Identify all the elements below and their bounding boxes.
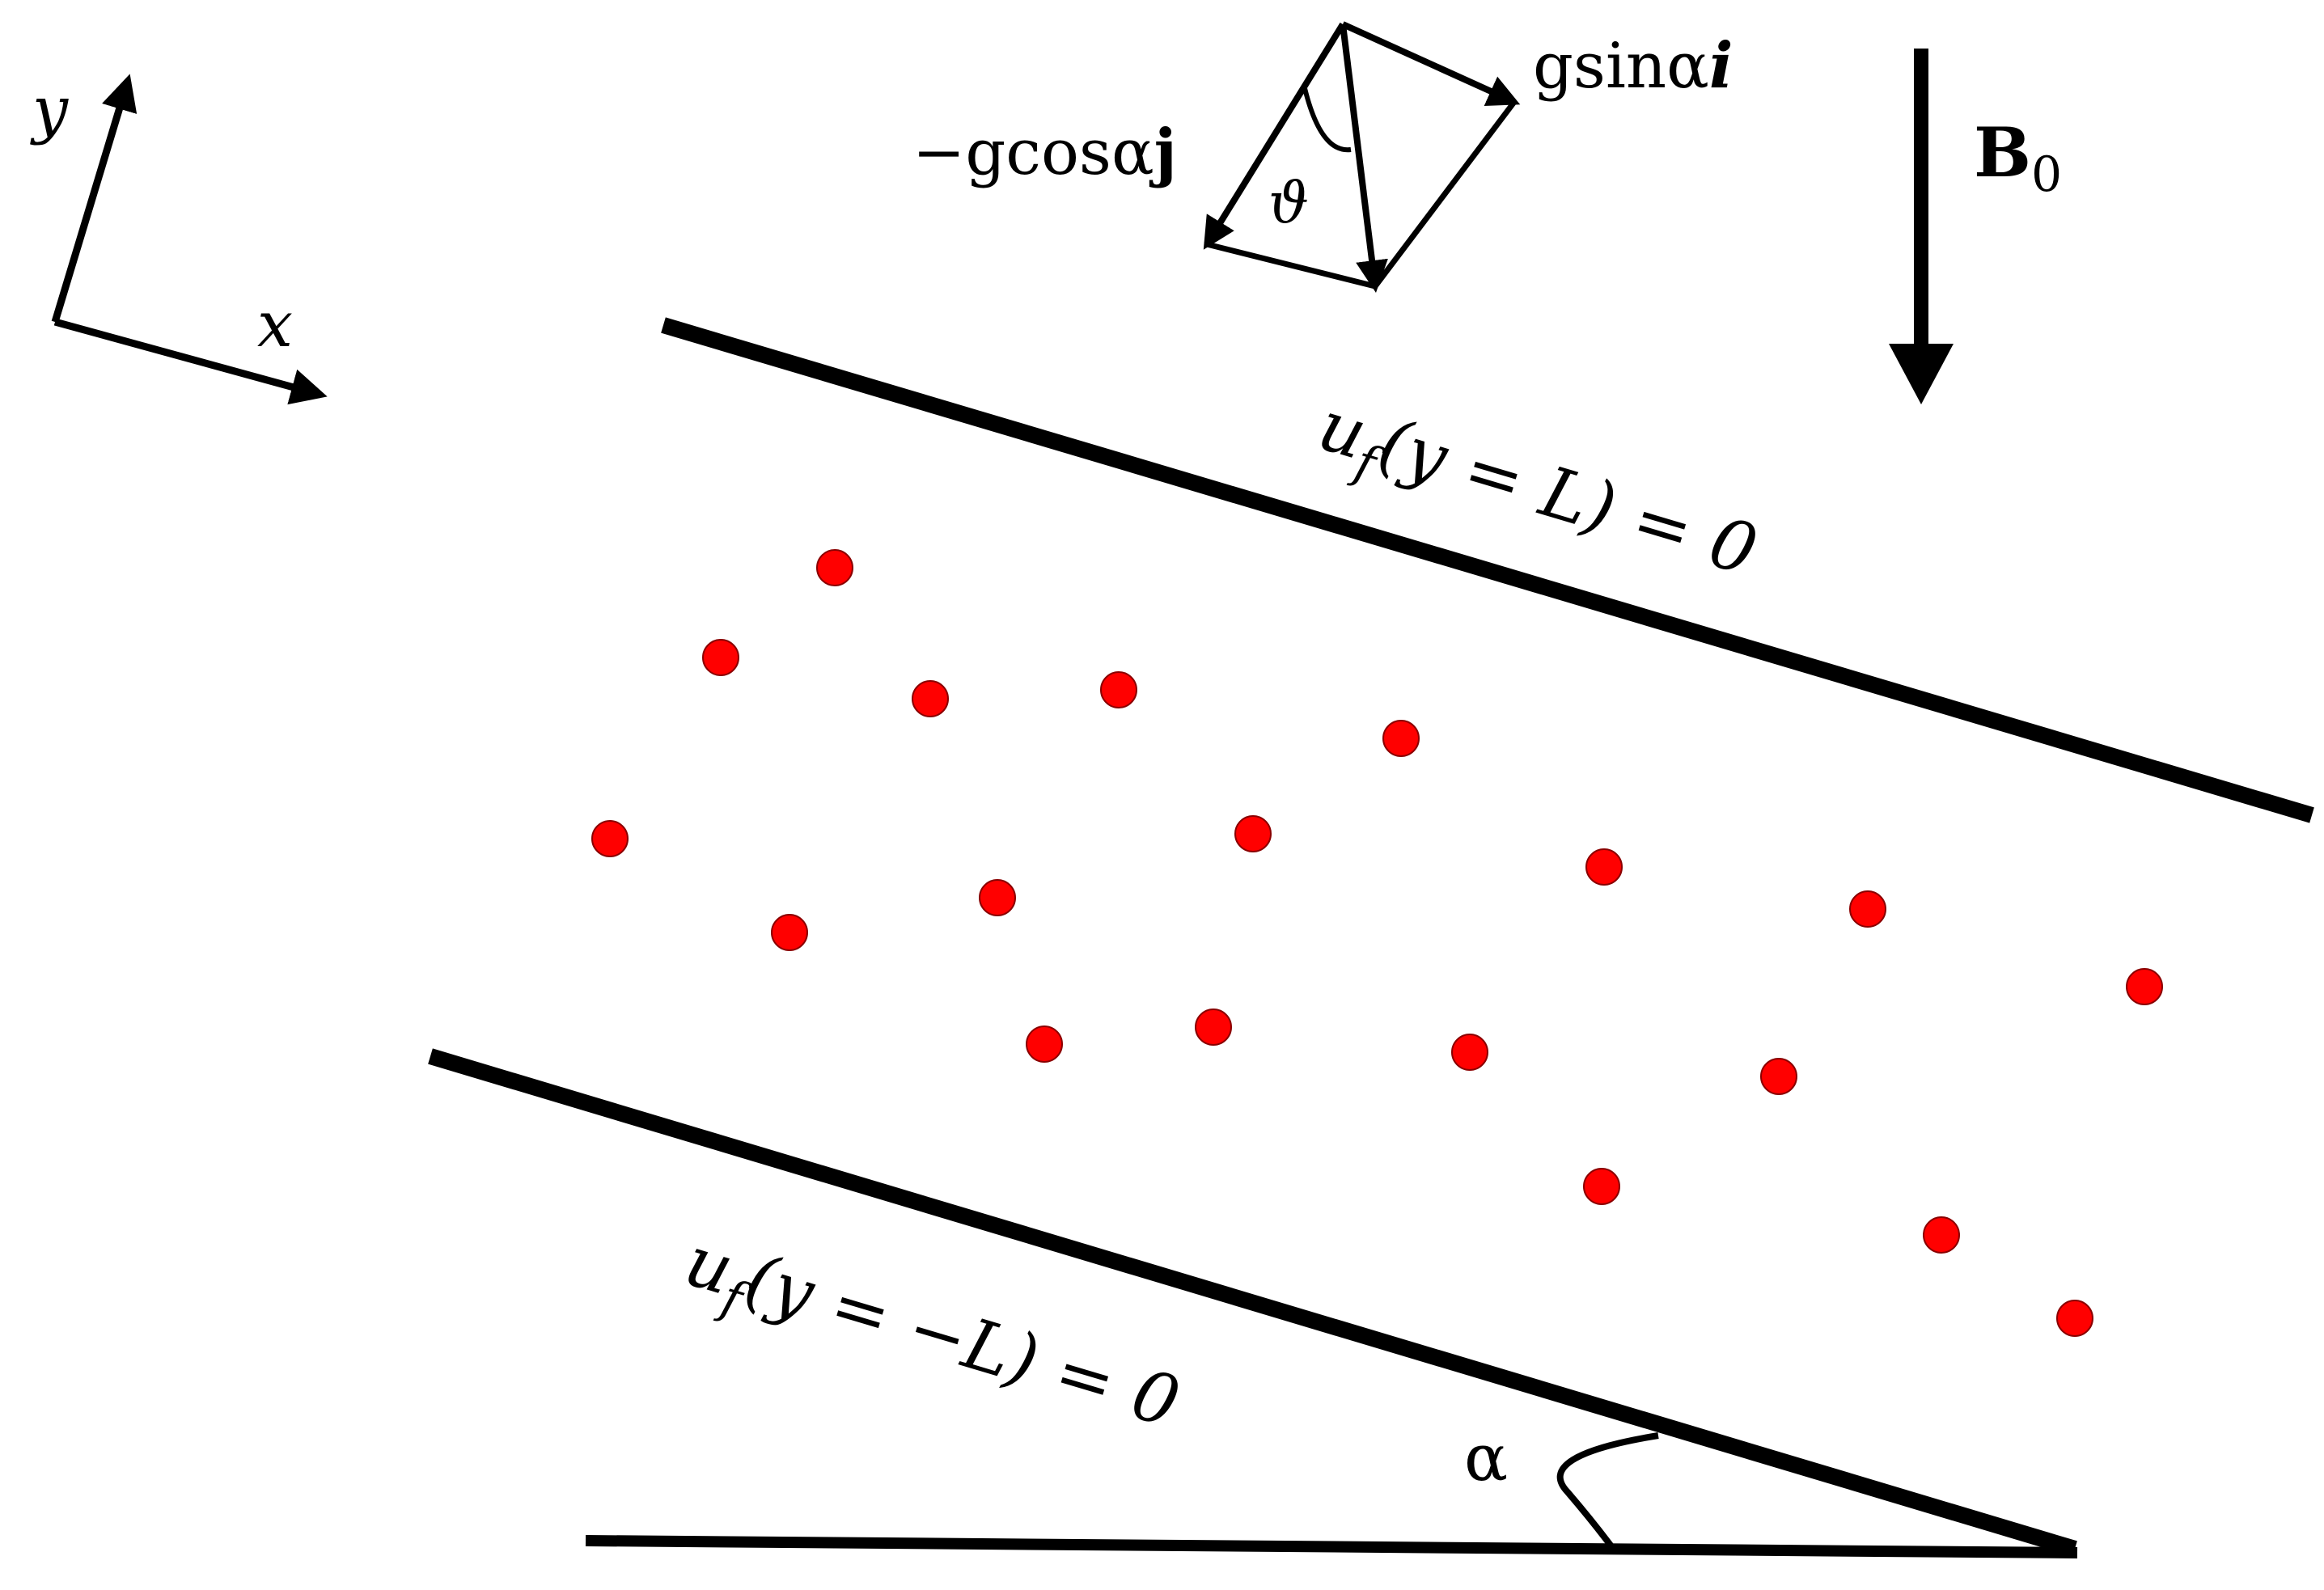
gravity-decomposition: ϑ gsinαi −gcosαj (912, 21, 1733, 293)
particle-group (591, 549, 2163, 1337)
lower-channel-wall (428, 1048, 2077, 1557)
upper-channel-wall (661, 317, 2314, 823)
particle (1195, 1009, 1232, 1046)
magnetic-field-label: B0 (1974, 112, 2062, 203)
parallelogram-bottom-side (1206, 241, 1376, 290)
incline-angle-symbol: α (1464, 1420, 1508, 1495)
particle (702, 639, 739, 676)
particle (1923, 1216, 1960, 1254)
normal-component-arrow (1203, 22, 1346, 250)
particle (1760, 1058, 1797, 1095)
particle (1585, 848, 1623, 886)
particle (591, 820, 629, 857)
particle (1382, 720, 1420, 757)
particle (2126, 968, 2163, 1005)
y-axis-label: y (30, 74, 69, 146)
x-axis-arrow (53, 318, 328, 405)
particle (2056, 1300, 2093, 1337)
particle (1234, 815, 1272, 852)
inner-angle-arc (1302, 84, 1352, 153)
tangential-component-arrow (1341, 21, 1521, 107)
parallelogram-right-side (1373, 99, 1517, 289)
particle (979, 879, 1016, 916)
particle (1100, 671, 1137, 708)
x-axis-label: x (257, 289, 293, 362)
magnetic-field-arrowhead (1889, 344, 1954, 404)
particle (1026, 1025, 1063, 1063)
particle (1849, 890, 1886, 928)
particle (1451, 1034, 1488, 1071)
y-axis-arrow (51, 74, 138, 323)
incline-angle-arc (1556, 1432, 1659, 1549)
particle (912, 680, 949, 717)
particle (816, 549, 853, 586)
horizontal-ground-line (585, 1535, 2078, 1558)
magnetic-field: B0 (1889, 49, 2062, 404)
upper-wall-boundary-label: uf(y = L) = 0 (1306, 385, 1765, 604)
gravity-resultant-arrow (1340, 23, 1388, 293)
tangential-component-label: gsinαi (1533, 29, 1733, 103)
inner-angle-symbol: ϑ (1268, 170, 1309, 236)
normal-component-label: −gcosαj (912, 116, 1177, 189)
particle (771, 914, 808, 951)
particle (1583, 1168, 1620, 1205)
coordinate-axes: y x (30, 74, 328, 405)
